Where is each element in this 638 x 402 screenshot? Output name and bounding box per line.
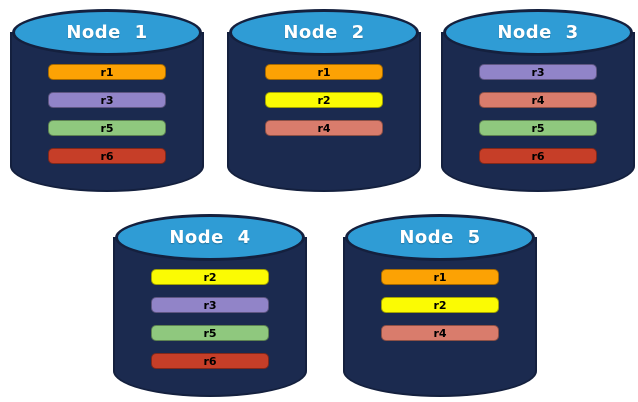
cylinder-body <box>113 237 307 397</box>
node-label: Node 1 <box>66 22 148 43</box>
replica-label: r5 <box>100 121 114 135</box>
replica-label: r4 <box>317 121 331 135</box>
replica-label: r1 <box>433 270 447 284</box>
replica-label: r2 <box>317 93 331 107</box>
replica-bar-r3: r3 <box>48 92 166 108</box>
cylinder-body <box>343 237 537 397</box>
node-label: Node 5 <box>399 227 481 248</box>
node-cylinder-2: Node 2 r1 r2 r4 <box>227 9 421 192</box>
replica-bar-r3: r3 <box>479 64 597 80</box>
cylinder-top: Node 2 <box>229 9 419 56</box>
replica-label: r3 <box>203 298 217 312</box>
replica-label: r1 <box>317 65 331 79</box>
node-cylinder-3: Node 3 r3 r4 r5 r6 <box>441 9 635 192</box>
replica-label: r6 <box>531 149 545 163</box>
replica-label: r3 <box>531 65 545 79</box>
replica-bar-r4: r4 <box>381 325 499 341</box>
replica-bar-r1: r1 <box>265 64 383 80</box>
replica-bar-r5: r5 <box>48 120 166 136</box>
cylinder-top: Node 1 <box>12 9 202 56</box>
cylinder-body <box>227 32 421 192</box>
replica-label: r6 <box>100 149 114 163</box>
node-cylinder-1: Node 1 r1 r3 r5 r6 <box>10 9 204 192</box>
replica-list: r3 r4 r5 r6 <box>441 64 635 164</box>
replica-list: r2 r3 r5 r6 <box>113 269 307 369</box>
replica-list: r1 r2 r4 <box>227 64 421 136</box>
cylinder-body <box>441 32 635 192</box>
replica-bar-r4: r4 <box>479 92 597 108</box>
replica-bar-r3: r3 <box>151 297 269 313</box>
replica-bar-r1: r1 <box>48 64 166 80</box>
replica-bar-r1: r1 <box>381 269 499 285</box>
replica-label: r4 <box>531 93 545 107</box>
node-label: Node 3 <box>497 22 579 43</box>
replica-bar-r5: r5 <box>151 325 269 341</box>
replica-bar-r6: r6 <box>48 148 166 164</box>
replica-bar-r4: r4 <box>265 120 383 136</box>
node-cylinder-4: Node 4 r2 r3 r5 r6 <box>113 214 307 397</box>
node-label: Node 4 <box>169 227 251 248</box>
cylinder-top: Node 4 <box>115 214 305 261</box>
replica-bar-r2: r2 <box>151 269 269 285</box>
replica-label: r6 <box>203 354 217 368</box>
node-cylinder-5: Node 5 r1 r2 r4 <box>343 214 537 397</box>
cylinder-body <box>10 32 204 192</box>
replica-label: r2 <box>433 298 447 312</box>
node-label: Node 2 <box>283 22 365 43</box>
replica-label: r5 <box>203 326 217 340</box>
replica-bar-r6: r6 <box>479 148 597 164</box>
replica-label: r4 <box>433 326 447 340</box>
replica-bar-r6: r6 <box>151 353 269 369</box>
replica-bar-r2: r2 <box>265 92 383 108</box>
cylinder-top: Node 3 <box>443 9 633 56</box>
replica-bar-r2: r2 <box>381 297 499 313</box>
cylinder-top: Node 5 <box>345 214 535 261</box>
replica-bar-r5: r5 <box>479 120 597 136</box>
replica-list: r1 r3 r5 r6 <box>10 64 204 164</box>
replica-label: r3 <box>100 93 114 107</box>
replica-label: r5 <box>531 121 545 135</box>
replica-label: r1 <box>100 65 114 79</box>
replica-label: r2 <box>203 270 217 284</box>
replica-list: r1 r2 r4 <box>343 269 537 341</box>
